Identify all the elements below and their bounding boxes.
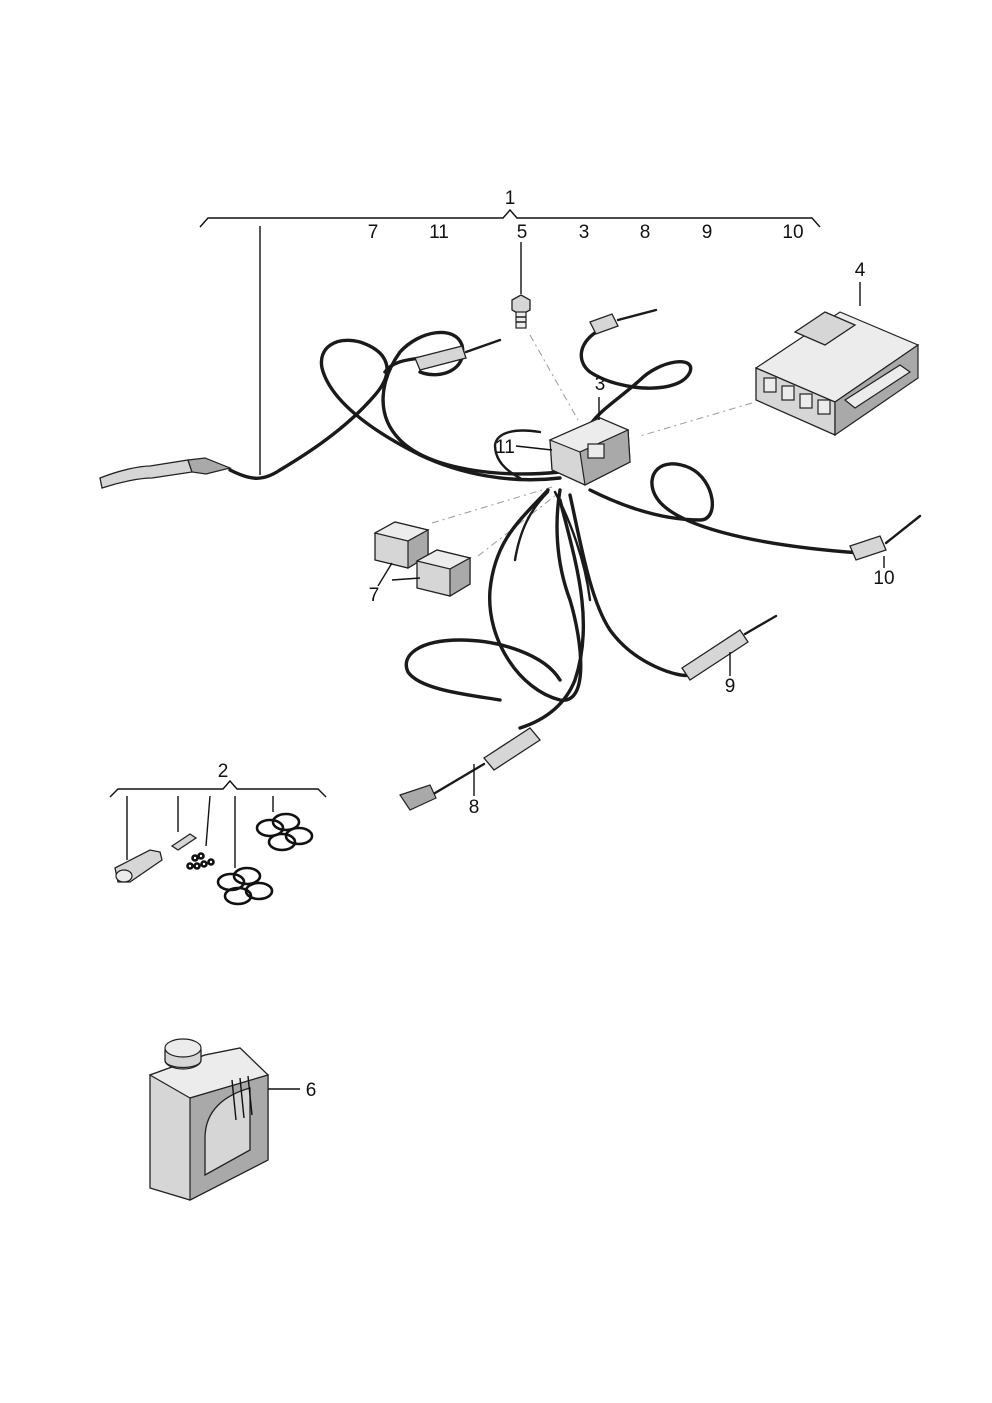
callout-3: 3	[595, 374, 606, 395]
callout-6: 6	[306, 1080, 317, 1101]
upper-right-plug	[589, 308, 658, 335]
group-bracket-2: 2	[109, 761, 327, 906]
callout-10: 10	[873, 568, 894, 589]
upper-sensor	[414, 338, 502, 371]
callout-1: 1	[505, 188, 516, 209]
bracket1-item-11: 11	[429, 222, 449, 243]
bracket1-item-8: 8	[640, 222, 651, 243]
sensor-10: 10	[849, 514, 922, 589]
callout-11: 11	[495, 437, 515, 458]
fluid-canister-6: 6	[148, 1038, 317, 1201]
plug-housings-7: 7	[369, 521, 472, 606]
bracket1-item-9: 9	[702, 222, 713, 243]
sensor-8: 8	[399, 727, 541, 818]
bracket1-item-5: 5	[517, 222, 528, 243]
callout-4: 4	[855, 260, 866, 281]
assembly-lines	[431, 334, 753, 557]
bolt-5: 5	[511, 242, 531, 329]
connector-housing-3: 3 11	[495, 374, 631, 486]
wiring-harness	[228, 328, 862, 730]
bracket1-item-3: 3	[579, 222, 590, 243]
callout-7: 7	[369, 585, 380, 606]
callout-9: 9	[725, 676, 736, 697]
callout-8: 8	[469, 797, 480, 818]
sensor-9: 9	[681, 614, 778, 697]
bracket1-item-10: 10	[782, 222, 803, 243]
callout-2: 2	[218, 761, 229, 782]
bracket1-item-7: 7	[368, 222, 379, 243]
control-unit-4: 4	[754, 260, 920, 437]
left-sensor	[99, 457, 232, 489]
group-bracket-1: 1 7 11 5 3 8 9 10	[199, 188, 821, 475]
